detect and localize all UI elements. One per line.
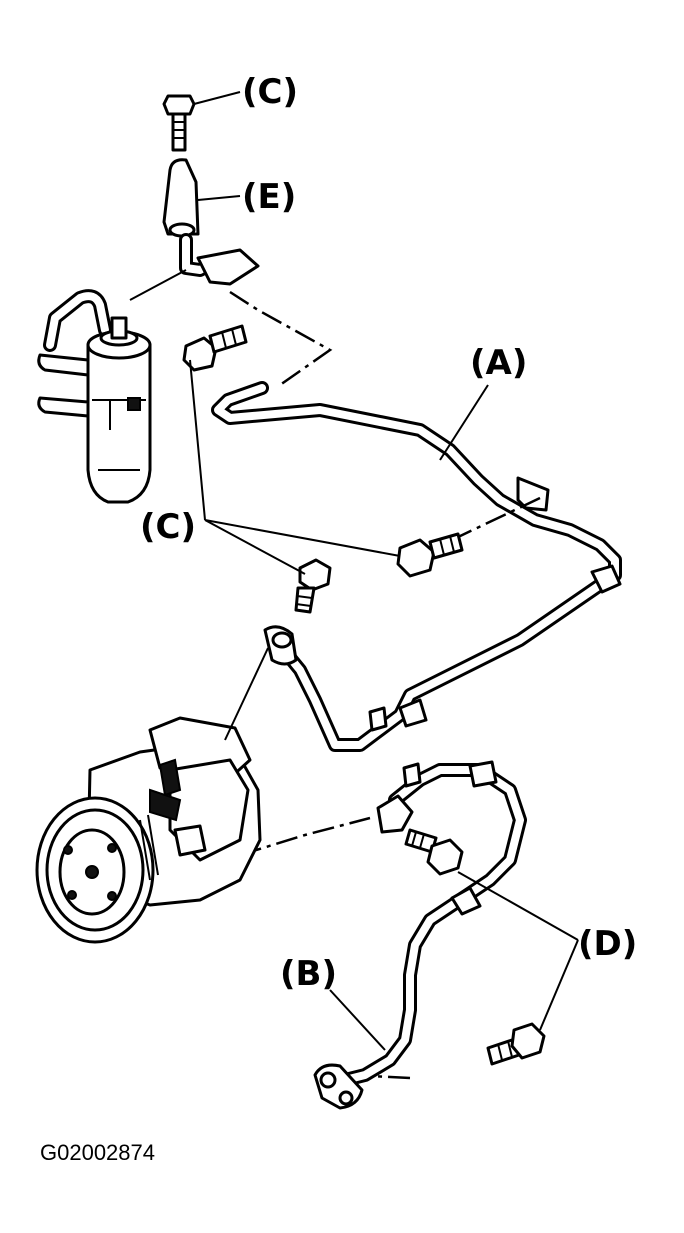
bolt-c-right [396, 532, 464, 578]
pipe-b [313, 760, 527, 1110]
label-b: (B) [280, 954, 337, 994]
label-a: (A) [470, 343, 527, 383]
top-bolt [162, 91, 241, 152]
bolt-c-upper [182, 324, 248, 372]
label-e: (E) [242, 177, 296, 217]
pipe-bracket-e [162, 158, 241, 238]
label-d: (D) [578, 924, 637, 964]
receiver-drier [37, 289, 152, 504]
pipe-a [211, 381, 622, 752]
bolt-d-upper [404, 828, 464, 876]
label-c-top: (C) [242, 72, 298, 112]
bolt-c-lower [294, 558, 332, 614]
label-c-mid: (C) [140, 507, 196, 547]
compressor [35, 716, 262, 944]
figure-code: G02002874 [40, 1140, 155, 1165]
bolt-d-lower [486, 1022, 546, 1066]
